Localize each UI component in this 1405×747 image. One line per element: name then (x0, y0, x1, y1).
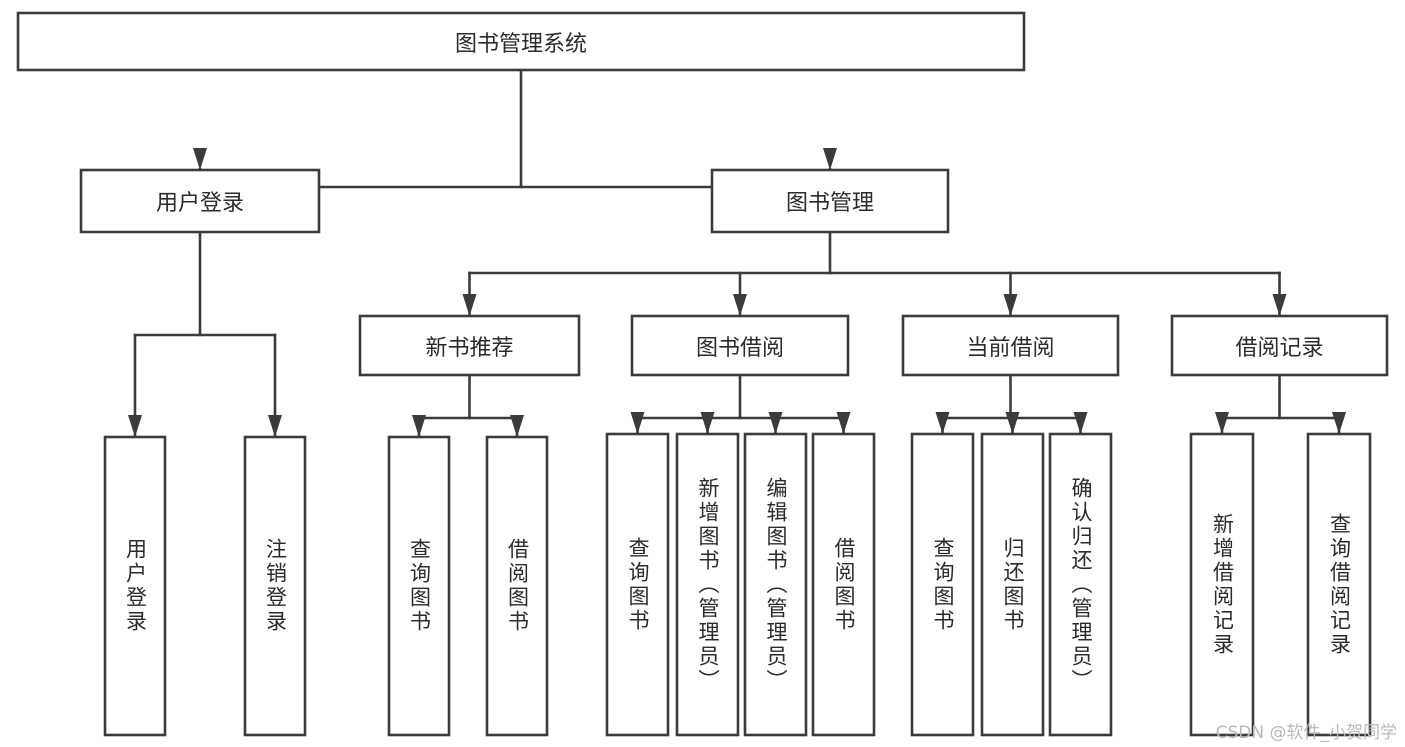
node-box-l_user_login[interactable] (103, 435, 167, 737)
edge-arrowhead (630, 412, 645, 434)
edge-arrowhead (1332, 412, 1346, 434)
node-l_logout[interactable] (245, 437, 305, 735)
edge-arrowhead (823, 148, 837, 170)
node-l_user_login[interactable] (105, 437, 165, 735)
node-l_edit_book[interactable] (745, 434, 806, 735)
edge-arrowhead (836, 412, 851, 434)
node-l_query_record[interactable] (1308, 434, 1370, 735)
node-n_borrow_record[interactable] (1172, 316, 1387, 375)
node-n_book_mgmt[interactable] (712, 170, 948, 232)
edges-layer (128, 68, 1346, 438)
node-box-root[interactable] (16, 11, 1026, 72)
node-l_return_book[interactable] (982, 434, 1043, 735)
node-box-n_book_borrow[interactable] (630, 314, 850, 377)
node-box-n_borrow_record[interactable] (1170, 314, 1389, 377)
node-box-n_user_login[interactable] (79, 168, 321, 234)
edge-arrowhead (700, 412, 715, 434)
node-box-n_new_book_rec[interactable] (358, 314, 581, 377)
edge-arrowhead (1215, 412, 1229, 434)
node-l_borrow_book_1[interactable] (487, 437, 547, 735)
edge-arrowhead (193, 148, 207, 170)
node-l_confirm_return[interactable] (1050, 434, 1111, 735)
node-box-l_return_book[interactable] (980, 432, 1045, 737)
node-l_add_record[interactable] (1191, 434, 1253, 735)
node-n_new_book_rec[interactable] (360, 316, 579, 375)
node-box-l_query_book_2[interactable] (605, 432, 670, 737)
node-box-l_borrow_book_1[interactable] (485, 435, 549, 737)
node-box-l_query_book_3[interactable] (910, 432, 975, 737)
node-n_user_login[interactable] (81, 170, 319, 232)
node-box-n_book_mgmt[interactable] (710, 168, 950, 234)
node-l_query_book_1[interactable] (389, 437, 449, 735)
edge-arrowhead (1003, 294, 1018, 316)
edge-arrowhead (510, 415, 524, 437)
node-box-l_confirm_return[interactable] (1048, 432, 1113, 737)
node-box-l_query_record[interactable] (1306, 432, 1372, 737)
edge-arrowhead (128, 415, 142, 437)
node-box-l_edit_book[interactable] (743, 432, 808, 737)
node-l_query_book_3[interactable] (912, 434, 973, 735)
edge-arrowhead (733, 294, 747, 316)
node-l_borrow_book_2[interactable] (813, 434, 874, 735)
edge-arrowhead (268, 415, 282, 437)
node-box-l_add_record[interactable] (1189, 432, 1255, 737)
edge-arrowhead (768, 412, 783, 434)
edge-arrowhead (1272, 294, 1287, 316)
node-l_query_book_2[interactable] (607, 434, 668, 735)
node-root[interactable] (18, 13, 1024, 70)
node-l_add_book[interactable] (677, 434, 738, 735)
node-box-l_borrow_book_2[interactable] (811, 432, 876, 737)
node-n_current_borrow[interactable] (903, 316, 1118, 375)
edge-arrowhead (412, 415, 426, 437)
edge-arrowhead (1005, 412, 1020, 434)
node-n_book_borrow[interactable] (632, 316, 848, 375)
node-box-l_logout[interactable] (243, 435, 307, 737)
node-box-l_add_book[interactable] (675, 432, 740, 737)
node-box-l_query_book_1[interactable] (387, 435, 451, 737)
edge-arrowhead (462, 294, 477, 316)
node-box-n_current_borrow[interactable] (901, 314, 1120, 377)
nodes-layer (16, 11, 1389, 737)
edge-arrowhead (935, 412, 950, 434)
edge-arrowhead (1073, 412, 1088, 434)
